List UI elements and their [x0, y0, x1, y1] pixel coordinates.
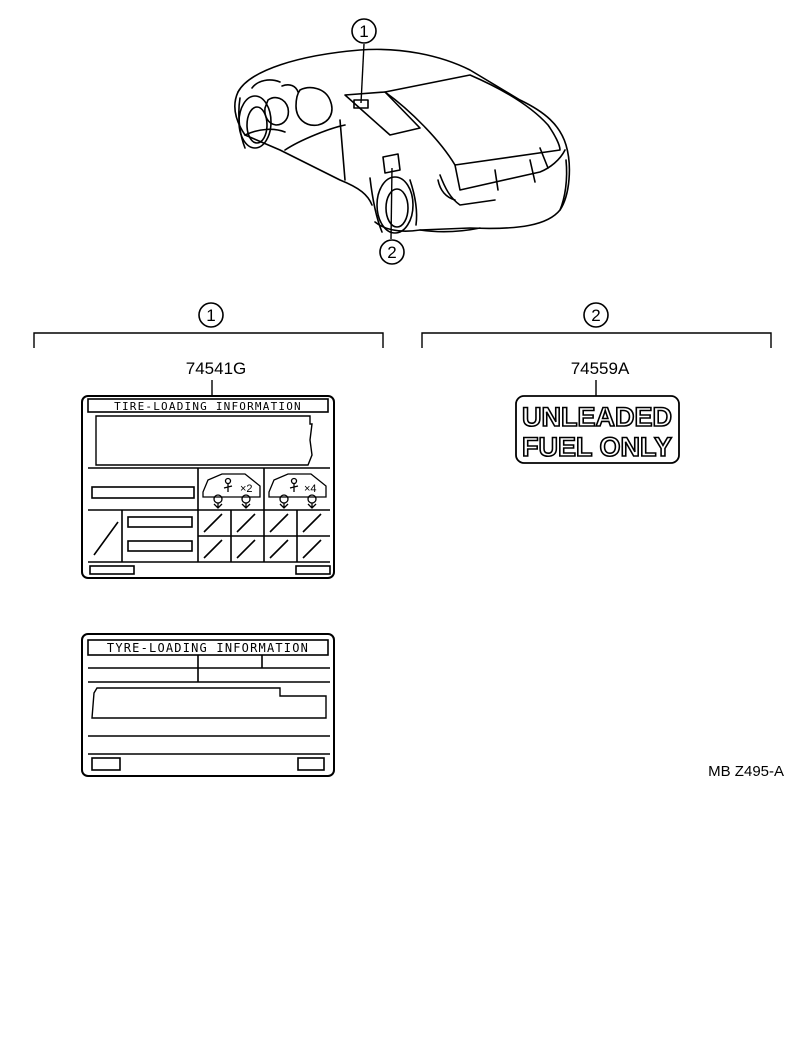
car-load-icon-a — [202, 473, 261, 509]
callout-1-top-number: 1 — [359, 22, 368, 41]
part-number-74559A: 74559A — [571, 359, 630, 378]
car-load-icon-b — [268, 473, 327, 509]
fuel-label-line1: UNLEADED — [522, 402, 672, 432]
group-1-number: 1 — [206, 306, 215, 325]
callout-2-bottom: 2 — [379, 239, 405, 265]
part-number-74541G: 74541G — [186, 359, 247, 378]
tire-loading-label — [81, 395, 335, 579]
diagram-code: MB Z495-A — [708, 763, 784, 780]
unleaded-fuel-label: UNLEADED FUEL ONLY — [515, 395, 680, 464]
fuel-label-line2: FUEL ONLY — [522, 432, 672, 462]
car-load-icon-a-text: ×2 — [240, 483, 253, 495]
callout-2-bottom-number: 2 — [387, 243, 396, 262]
group-2-bracket — [421, 332, 772, 348]
tyre-loading-label — [81, 633, 335, 777]
tire-label-title: TIRE-LOADING INFORMATION — [114, 400, 302, 413]
car-illustration — [234, 48, 571, 234]
group-2-number: 2 — [591, 306, 600, 325]
callout-leaders — [360, 43, 393, 240]
tyre-label-title: TYRE-LOADING INFORMATION — [107, 641, 309, 655]
group-2-callout: 2 — [583, 302, 609, 328]
group-1-callout: 1 — [198, 302, 224, 328]
car-load-icon-b-text: ×4 — [304, 483, 317, 495]
callout-1-top: 1 — [351, 18, 377, 44]
group-1-bracket — [33, 332, 384, 348]
